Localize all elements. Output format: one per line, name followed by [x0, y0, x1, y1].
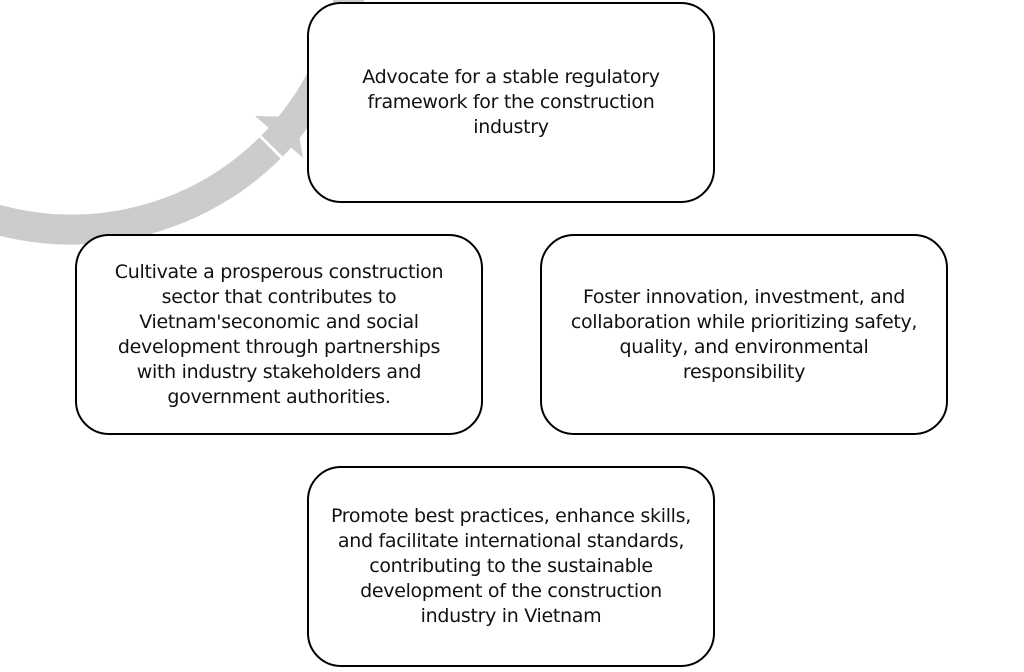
step-text: Foster innovation, investment, and colla… — [570, 285, 918, 383]
step-text: Promote best practices, enhance skills, … — [330, 505, 691, 627]
cycle-step-right: Foster innovation, investment, and colla… — [540, 234, 948, 435]
cycle-arrow-arc — [0, 0, 364, 245]
cycle-step-left: Cultivate a prosperous construction sect… — [75, 234, 483, 435]
step-text: Cultivate a prosperous construction sect… — [114, 260, 444, 408]
arrowhead-icon — [255, 116, 303, 158]
cycle-step-top: Advocate for a stable regulatory framewo… — [307, 2, 715, 203]
step-text: Advocate for a stable regulatory framewo… — [362, 66, 660, 138]
cycle-step-bottom: Promote best practices, enhance skills, … — [307, 466, 715, 667]
